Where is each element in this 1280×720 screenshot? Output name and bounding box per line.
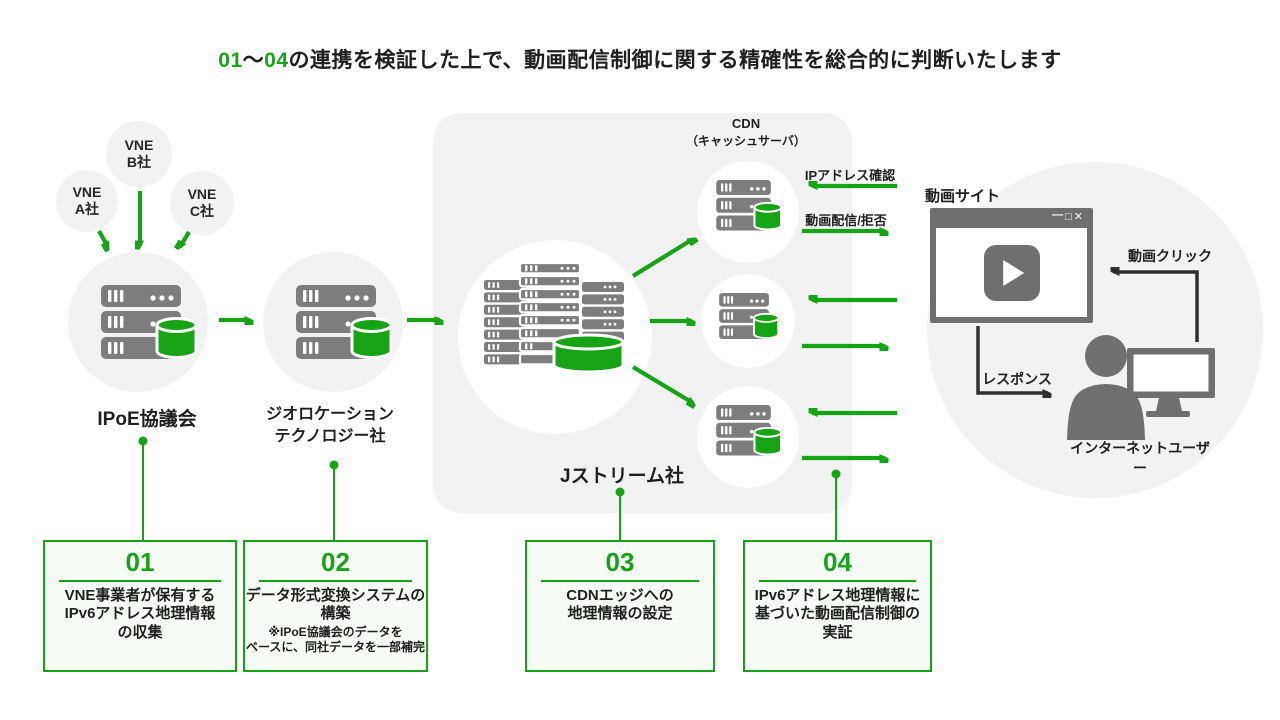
vne-b-label: VNE B社	[124, 137, 154, 170]
cdn-label-line1: CDN	[731, 116, 761, 131]
page-title: 01～04の連携を検証した上で、動画配信制御に関する精確性を総合的に判断いたしま…	[0, 44, 1280, 74]
step-separator	[59, 579, 221, 582]
video-click-label: 動画クリック	[1128, 248, 1212, 264]
step-text: CDNエッジへの 地理情報の設定	[566, 586, 674, 623]
arrow-vne-c-to-ipoe	[180, 230, 191, 247]
server-database-icon	[296, 285, 392, 359]
step-separator	[759, 579, 916, 582]
step-box-03: 03 CDNエッジへの 地理情報の設定	[525, 540, 715, 672]
ipoe-label: IPoE協議会	[97, 409, 197, 430]
title-rest: の連携を検証した上で、動画配信制御に関する精確性を総合的に判断いたします	[288, 49, 1062, 72]
vne-c-label: VNE C社	[187, 186, 217, 219]
cdn-label-line2: （キャッシュサーバ）	[686, 134, 806, 148]
title-number-04: 04	[264, 49, 289, 72]
vne-c-node: VNE C社	[170, 171, 234, 235]
step-note: ※IPoE協議会のデータを ベースに、同社データを一部補完	[245, 625, 426, 655]
step-box-04: 04 IPv6アドレス地理情報に 基づいた動画配信制御の 実証	[743, 540, 932, 672]
connector-dot	[329, 460, 339, 470]
geolocation-label: ジオロケーション テクノロジー社	[266, 406, 394, 445]
cache-server-icon	[716, 405, 782, 456]
internet-user-icon	[1067, 335, 1215, 440]
browser-window: —□✕	[930, 208, 1093, 323]
title-tilde: ～	[242, 49, 265, 72]
vne-b-node: VNE B社	[106, 121, 172, 187]
response-label: レスポンス	[982, 371, 1052, 387]
browser-content	[936, 228, 1087, 317]
play-button-icon	[983, 244, 1040, 301]
video-site-label: 動画サイト	[925, 188, 1001, 205]
step-number: 03	[605, 547, 635, 577]
minimize-icon: —	[1052, 209, 1066, 221]
window-controls: —□✕	[1052, 209, 1085, 223]
server-cluster-database-icon	[484, 262, 624, 374]
internet-user-label: インターネットユーザー	[1070, 440, 1210, 476]
step-number: 04	[823, 547, 852, 577]
vne-a-node: VNE A社	[56, 170, 118, 232]
step-box-02: 02 データ形式変換システムの 構築 ※IPoE協議会のデータを ベースに、同社…	[243, 540, 428, 672]
title-number-01: 01	[218, 49, 243, 72]
play-triangle	[1002, 259, 1024, 286]
step-number: 01	[125, 547, 155, 577]
ip-address-check-label: IPアドレス確認	[804, 168, 896, 183]
jstream-label: Jストリーム社	[560, 466, 684, 487]
vne-a-label: VNE A社	[72, 184, 102, 217]
step-text: VNE事業者が保有する IPv6アドレス地理情報 の収集	[64, 586, 216, 642]
step-text: データ形式変換システムの 構築	[245, 586, 426, 623]
step-number: 02	[321, 547, 350, 577]
step-text: IPv6アドレス地理情報に 基づいた動画配信制御の 実証	[754, 586, 921, 642]
maximize-icon: □	[1065, 211, 1074, 223]
close-icon: ✕	[1073, 211, 1085, 223]
step-separator	[259, 579, 412, 582]
arrow-vne-a-to-ipoe	[97, 229, 108, 247]
server-database-icon	[101, 285, 197, 359]
step-box-01: 01 VNE事業者が保有する IPv6アドレス地理情報 の収集	[43, 540, 237, 672]
cache-server-icon	[719, 293, 779, 340]
video-delivery-deny-label: 動画配信/拒否	[805, 213, 887, 228]
step-separator	[541, 579, 699, 582]
cache-server-icon	[716, 180, 782, 231]
connector-dot	[138, 436, 148, 446]
